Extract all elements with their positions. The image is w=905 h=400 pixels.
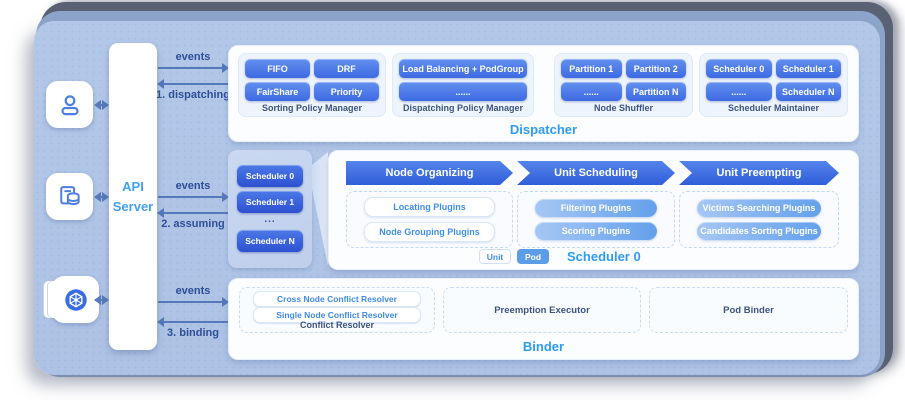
policy-button: Scheduler 1 [775, 59, 841, 78]
group-label: Sorting Policy Manager [261, 103, 363, 113]
scheduler-maintainer-group: Scheduler 0 Scheduler 1 ...... Scheduler… [699, 53, 848, 117]
group-label: Preemption Executor [494, 304, 590, 316]
unit-scheduling-stage: Unit Scheduling [517, 161, 675, 185]
pod-badge: Pod [517, 249, 549, 264]
unit-preempting-stage: Unit Preempting [679, 161, 839, 185]
flow2-assuming-arrow [157, 208, 228, 218]
node-organizing-stage: Node Organizing [346, 161, 513, 185]
unit-scheduling-plugins: Filtering Plugins Scoring Plugins [517, 191, 675, 248]
binder-title: Binder [522, 339, 565, 354]
group-label: Pod Binder [723, 304, 774, 316]
workloads-icon [46, 173, 93, 220]
plugin-button: Node Grouping Plugins [364, 222, 495, 242]
policy-button: FIFO [245, 59, 310, 78]
flow1-dispatching-arrow [157, 79, 228, 89]
policy-button: ...... [561, 82, 622, 101]
scheduler-list-item: Scheduler 1 [237, 191, 303, 213]
group-label: Dispatching Policy Manager [402, 103, 524, 113]
dispatching-policy-manager-group: Load Balancing + PodGroup ...... Dispatc… [392, 53, 534, 117]
pod-binder-group: Pod Binder [649, 287, 848, 333]
plugin-button: Scoring Plugins [535, 222, 657, 240]
unit-preempting-plugins: Victims Searching Plugins Candidates Sor… [679, 191, 839, 248]
api-server: API Server [109, 43, 157, 350]
dispatcher-title: Dispatcher [509, 122, 578, 137]
sorting-policy-manager-group: FIFO DRF FairShare Priority Sorting Poli… [238, 53, 386, 117]
kubernetes-api-arrow [94, 295, 109, 305]
plugin-button: Candidates Sorting Plugins [697, 222, 821, 240]
flow3-binding-label: 3. binding [167, 327, 219, 339]
plugin-button: Victims Searching Plugins [697, 199, 821, 217]
plugin-button: Locating Plugins [364, 197, 495, 217]
flow3-binding-arrow [157, 317, 228, 327]
policy-button: ...... [399, 82, 527, 101]
policy-button: Scheduler N [775, 82, 841, 101]
flow1-events-label: events [175, 51, 211, 63]
workloads-api-arrow [94, 192, 109, 202]
policy-button: DRF [314, 59, 379, 78]
policy-button: Partition 1 [561, 59, 622, 78]
api-server-label-line2: Server [112, 198, 154, 214]
flow1-dispatching-label: 1. dispatching [156, 89, 230, 101]
user-icon [46, 81, 93, 128]
flow2-assuming-label: 2. assuming [161, 218, 225, 230]
dispatcher-panel: FIFO DRF FairShare Priority Sorting Poli… [228, 45, 859, 142]
scheduler-panel: Node Organizing Unit Scheduling Unit Pre… [328, 150, 859, 270]
policy-button: Partition 2 [625, 59, 686, 78]
api-server-label-line1: API [122, 179, 144, 194]
scheduler-list-ellipsis: ... [264, 214, 276, 225]
preemption-executor-group: Preemption Executor [443, 287, 641, 333]
scheduler-footer: Unit Pod Scheduler 0 [479, 249, 641, 264]
resolver-button: Single Node Conflict Resolver [253, 307, 421, 323]
resolver-button: Cross Node Conflict Resolver [253, 291, 421, 307]
node-organizing-plugins: Locating Plugins Node Grouping Plugins [346, 191, 513, 248]
flow2-events-arrow [158, 192, 229, 202]
flow3-events-arrow [158, 297, 229, 307]
group-label: Scheduler Maintainer [727, 103, 820, 113]
policy-button: Partition N [625, 82, 686, 101]
conflict-resolver-group: Cross Node Conflict Resolver Single Node… [239, 287, 435, 333]
scheduler-title: Scheduler 0 [567, 249, 641, 264]
node-shuffler-group: Partition 1 Partition 2 ...... Partition… [554, 53, 693, 117]
unit-badge: Unit [479, 249, 511, 264]
group-label: Conflict Resolver [299, 320, 375, 330]
policy-button: Priority [314, 82, 379, 101]
binder-panel: Cross Node Conflict Resolver Single Node… [228, 278, 859, 360]
plugin-button: Filtering Plugins [535, 199, 657, 217]
group-label: Node Shuffler [593, 103, 653, 113]
flow1-events-arrow [158, 63, 229, 73]
policy-button: Load Balancing + PodGroup [399, 59, 527, 78]
flow3-events-label: events [175, 285, 211, 297]
policy-button: ...... [706, 82, 772, 101]
scheduler-list-item: Scheduler N [237, 230, 303, 252]
scheduler-list: Scheduler 0 Scheduler 1 ... Scheduler N [228, 150, 312, 268]
policy-button: FairShare [245, 82, 310, 101]
flow2-events-label: events [175, 180, 211, 192]
kubernetes-icon [44, 276, 99, 323]
scheduler-list-item: Scheduler 0 [237, 165, 303, 187]
policy-button: Scheduler 0 [706, 59, 772, 78]
user-api-arrow [94, 100, 109, 110]
